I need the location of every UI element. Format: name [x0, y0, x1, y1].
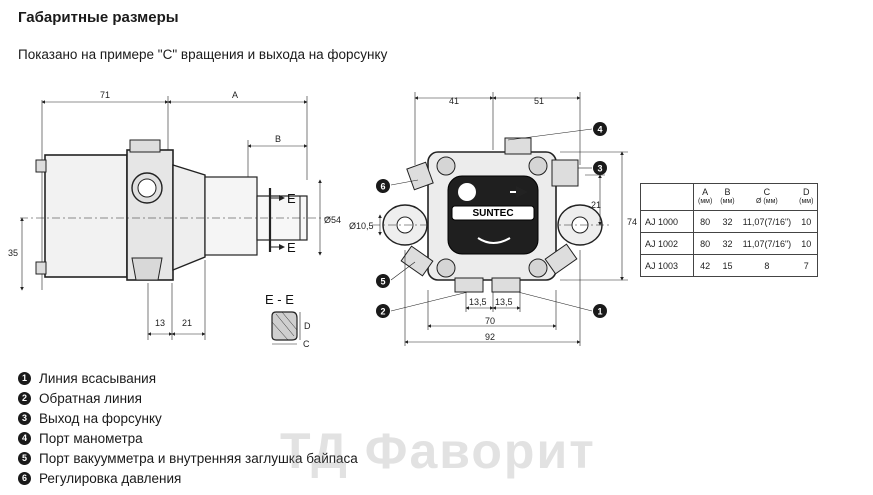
legend-text: Линия всасывания: [39, 370, 157, 386]
table-cell: 42: [693, 254, 717, 277]
table-cell: 7: [795, 254, 818, 277]
side-view: [20, 96, 330, 340]
dim-diameter-10-5: Ø10,5: [349, 221, 374, 231]
legend-item-pressure-adjust: 6 Регулировка давления: [18, 468, 358, 488]
table-row: AJ 1000 80 32 11,07(7/16") 10: [640, 210, 818, 233]
table-cell-model: AJ 1002: [640, 232, 694, 255]
section-e-e: [271, 311, 301, 345]
table-cell: 8: [738, 254, 796, 277]
table-cell: 10: [795, 210, 818, 233]
table-cell-model: AJ 1000: [640, 210, 694, 233]
front-view: [372, 92, 628, 346]
dim-51: 51: [534, 96, 544, 106]
brand-logo: SUNTEC: [472, 208, 513, 219]
table-cell: 10: [795, 232, 818, 255]
table-row: AJ 1002 80 32 11,07(7/16") 10: [640, 232, 818, 255]
legend-text: Регулировка давления: [39, 470, 182, 486]
callout-3: 3: [593, 161, 607, 175]
dim-a: A: [232, 90, 238, 100]
cut-marker-e-bottom: E: [287, 240, 296, 255]
legend-item-vacuum-port: 5 Порт вакуумметра и внутренняя заглушка…: [18, 448, 358, 468]
dim-74: 74: [627, 217, 637, 227]
page-subtitle: Показано на примере "С" вращения и выход…: [18, 47, 388, 62]
table-header-cell: A(мм): [693, 183, 717, 211]
table-cell: 11,07(7/16"): [738, 210, 796, 233]
table-row: AJ 1003 42 15 8 7: [640, 254, 818, 277]
dim-b: B: [275, 134, 281, 144]
bullet-number-icon: 4: [18, 431, 31, 445]
callout-4-label: 4: [597, 125, 602, 135]
dim-21: 21: [182, 318, 192, 328]
dim-diameter-54: Ø54: [324, 215, 341, 225]
table-cell: 32: [716, 210, 739, 233]
dim-35: 35: [8, 248, 18, 258]
bullet-number-icon: 6: [18, 471, 31, 485]
legend-text: Порт вакуумметра и внутренняя заглушка б…: [39, 450, 358, 466]
section-title: E - E: [265, 292, 294, 307]
callout-6-label: 6: [380, 182, 385, 192]
table-cell: 15: [716, 254, 739, 277]
table-cell: 80: [693, 232, 717, 255]
section-label-d: D: [304, 321, 311, 331]
callout-5: 5: [376, 274, 390, 288]
callout-5-label: 5: [380, 277, 385, 287]
page-title: Габаритные размеры: [18, 9, 179, 26]
table-header-cell: [640, 183, 694, 211]
dim-13-5-right: 13,5: [495, 297, 513, 307]
legend-text: Порт манометра: [39, 430, 143, 446]
table-cell: 32: [716, 232, 739, 255]
callout-1: 1: [593, 304, 607, 318]
section-label-c: C: [303, 339, 310, 349]
dimension-drawing: 71 A B 35 13 21 Ø54 E E E - E D C: [8, 90, 637, 349]
table-cell: 11,07(7/16"): [738, 232, 796, 255]
legend-list: 1 Линия всасывания 2 Обратная линия 3 Вы…: [18, 368, 358, 488]
dim-71: 71: [100, 90, 110, 100]
legend-text: Обратная линия: [39, 390, 142, 406]
dim-21-right: 21: [591, 200, 601, 210]
table-header-cell: D(мм): [795, 183, 818, 211]
dim-92: 92: [485, 332, 495, 342]
bullet-number-icon: 2: [18, 391, 31, 405]
dim-13: 13: [155, 318, 165, 328]
callout-2: 2: [376, 304, 390, 318]
callout-1-label: 1: [597, 307, 602, 317]
legend-item-return-line: 2 Обратная линия: [18, 388, 358, 408]
legend-item-suction-line: 1 Линия всасывания: [18, 368, 358, 388]
bullet-number-icon: 1: [18, 371, 31, 385]
watermark: ТД Фаворит: [280, 423, 596, 479]
legend-item-gauge-port: 4 Порт манометра: [18, 428, 358, 448]
callout-3-label: 3: [597, 164, 602, 174]
cut-marker-e-top: E: [287, 191, 296, 206]
callout-6: 6: [376, 179, 390, 193]
bullet-number-icon: 5: [18, 451, 31, 465]
callout-4: 4: [593, 122, 607, 136]
dim-41: 41: [449, 96, 459, 106]
table-header-cell: B(мм): [716, 183, 739, 211]
bullet-number-icon: 3: [18, 411, 31, 425]
table-cell: 80: [693, 210, 717, 233]
dim-13-5-left: 13,5: [469, 297, 487, 307]
table-cell-model: AJ 1003: [640, 254, 694, 277]
dim-70: 70: [485, 316, 495, 326]
callout-2-label: 2: [380, 307, 385, 317]
legend-text: Выход на форсунку: [39, 410, 162, 426]
legend-item-nozzle-outlet: 3 Выход на форсунку: [18, 408, 358, 428]
